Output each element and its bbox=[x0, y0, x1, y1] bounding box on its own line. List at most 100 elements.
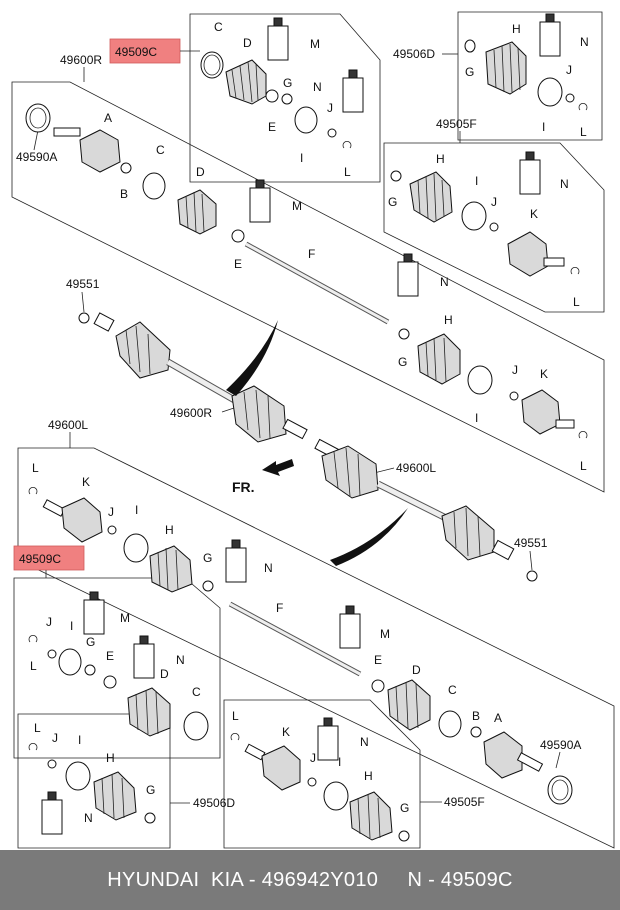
svg-text:G: G bbox=[283, 76, 292, 90]
svg-text:D: D bbox=[196, 165, 205, 179]
shaft-l-panel bbox=[17, 447, 615, 849]
ring-j-kf bbox=[489, 222, 499, 232]
svg-text:J: J bbox=[108, 505, 114, 519]
svg-text:N: N bbox=[560, 177, 569, 191]
svg-text:K: K bbox=[282, 725, 290, 739]
svg-text:I: I bbox=[338, 755, 341, 769]
kit-c-upper-callout: 49509C bbox=[115, 45, 157, 59]
grease-tube-m-kc2 bbox=[83, 599, 105, 635]
curved-arrow-upper bbox=[226, 320, 278, 396]
kit-c-lower-highlight bbox=[13, 545, 85, 571]
boot-d-kc2 bbox=[127, 687, 171, 737]
ring-g-kd2 bbox=[144, 812, 156, 824]
assembled-joint-l-inner bbox=[321, 445, 379, 499]
ring-g-r bbox=[398, 328, 410, 340]
svg-text:J: J bbox=[512, 363, 518, 377]
svg-text:N: N bbox=[264, 561, 273, 575]
seal-upper bbox=[78, 312, 90, 324]
clamp-ring-i-left bbox=[123, 533, 149, 563]
svg-text:K: K bbox=[530, 207, 538, 221]
clip-l-kd2 bbox=[28, 742, 38, 751]
ring-g-kf2 bbox=[398, 830, 410, 842]
footer-bar: HYUNDAI KIA - 496942Y010 N - 49509C bbox=[0, 850, 620, 910]
svg-text:G: G bbox=[146, 783, 155, 797]
shaft-l-callout-mid: 49600L bbox=[396, 461, 436, 475]
ring-j-kd bbox=[565, 93, 575, 103]
svg-text:J: J bbox=[310, 751, 316, 765]
clip-l-r bbox=[578, 430, 588, 439]
svg-text:C: C bbox=[192, 685, 201, 699]
svg-text:L: L bbox=[580, 125, 587, 139]
clip-l-kf2 bbox=[230, 732, 240, 741]
clip-l-kd bbox=[578, 102, 588, 111]
svg-text:F: F bbox=[308, 247, 315, 261]
bearing-e-left bbox=[371, 679, 385, 693]
svg-text:H: H bbox=[444, 313, 453, 327]
assembled-joint-r-inner bbox=[231, 385, 287, 443]
clamp-ring-c-left bbox=[438, 710, 462, 738]
clamp-ring-c-r bbox=[142, 172, 166, 200]
boot-h-kd2 bbox=[93, 771, 137, 821]
svg-text:N: N bbox=[84, 811, 93, 825]
part-letters: C D M G N E I J L H N G J I L H N G I J … bbox=[30, 20, 589, 825]
boot-h-r bbox=[417, 333, 461, 385]
boot-h-kf2 bbox=[349, 791, 393, 841]
svg-text:I: I bbox=[542, 120, 545, 134]
tone-ring-upper-callout: 49590A bbox=[16, 150, 57, 164]
grease-tube-n-kc2 bbox=[133, 643, 155, 679]
svg-text:N: N bbox=[580, 35, 589, 49]
svg-text:B: B bbox=[472, 709, 480, 723]
kit-d-lower-panel bbox=[17, 713, 171, 849]
svg-text:L: L bbox=[573, 295, 580, 309]
ring-g-kf bbox=[390, 170, 402, 182]
grease-tube-n-kf2 bbox=[317, 725, 339, 761]
grease-tube-n-r bbox=[397, 261, 419, 297]
svg-text:E: E bbox=[374, 653, 382, 667]
clip-l-left bbox=[28, 486, 38, 495]
svg-text:D: D bbox=[243, 36, 252, 50]
kit-d-upper-callout: 49506D bbox=[393, 47, 435, 61]
svg-text:J: J bbox=[491, 195, 497, 209]
svg-text:N: N bbox=[176, 653, 185, 667]
svg-text:L: L bbox=[580, 459, 587, 473]
svg-text:N: N bbox=[440, 275, 449, 289]
svg-text:H: H bbox=[165, 523, 174, 537]
svg-text:J: J bbox=[52, 731, 58, 745]
svg-text:C: C bbox=[156, 143, 165, 157]
ring-g-left bbox=[202, 580, 214, 592]
grease-tube-n-left bbox=[225, 547, 247, 583]
svg-text:K: K bbox=[82, 475, 90, 489]
exploded-drive-shaft-diagram: 49509C 49509C 49600R 49600R 49600L 49600… bbox=[11, 11, 615, 849]
clip-l-kf bbox=[570, 266, 580, 275]
clamp-ring-i-r bbox=[467, 365, 493, 395]
footer-part-numbers: HYUNDAI KIA - 496942Y010 N - 49509C bbox=[107, 868, 513, 891]
ring-j-kc2 bbox=[47, 649, 57, 659]
svg-text:I: I bbox=[70, 619, 73, 633]
svg-text:L: L bbox=[34, 721, 41, 735]
seal-lower bbox=[526, 570, 538, 582]
svg-text:D: D bbox=[412, 663, 421, 677]
boot-d-left bbox=[387, 679, 431, 731]
kit-c-upper-highlight bbox=[109, 38, 181, 64]
svg-text:I: I bbox=[475, 411, 478, 425]
clamp-ring-i-kd2 bbox=[65, 761, 91, 791]
bearing-e-kc2 bbox=[103, 675, 117, 689]
ring-j-r bbox=[509, 391, 519, 401]
svg-text:H: H bbox=[436, 152, 445, 166]
svg-text:K: K bbox=[540, 367, 548, 381]
ring-j-left bbox=[107, 525, 117, 535]
svg-text:H: H bbox=[106, 751, 115, 765]
ring-b-left bbox=[470, 726, 482, 738]
svg-text:H: H bbox=[364, 769, 373, 783]
svg-text:N: N bbox=[313, 80, 322, 94]
kit-c-upper-panel bbox=[189, 13, 381, 183]
kit-f-lower-panel bbox=[223, 699, 421, 849]
svg-text:F: F bbox=[276, 601, 283, 615]
seal-upper-callout: 49551 bbox=[66, 277, 100, 291]
clamp-ring-i bbox=[294, 106, 318, 134]
outer-joint-k-r bbox=[521, 389, 561, 435]
clamp-ring-i-kc2 bbox=[58, 648, 82, 676]
outer-joint-k-kf2 bbox=[261, 745, 301, 791]
clamp-ring-i-kf bbox=[461, 201, 487, 231]
svg-text:M: M bbox=[292, 199, 302, 213]
